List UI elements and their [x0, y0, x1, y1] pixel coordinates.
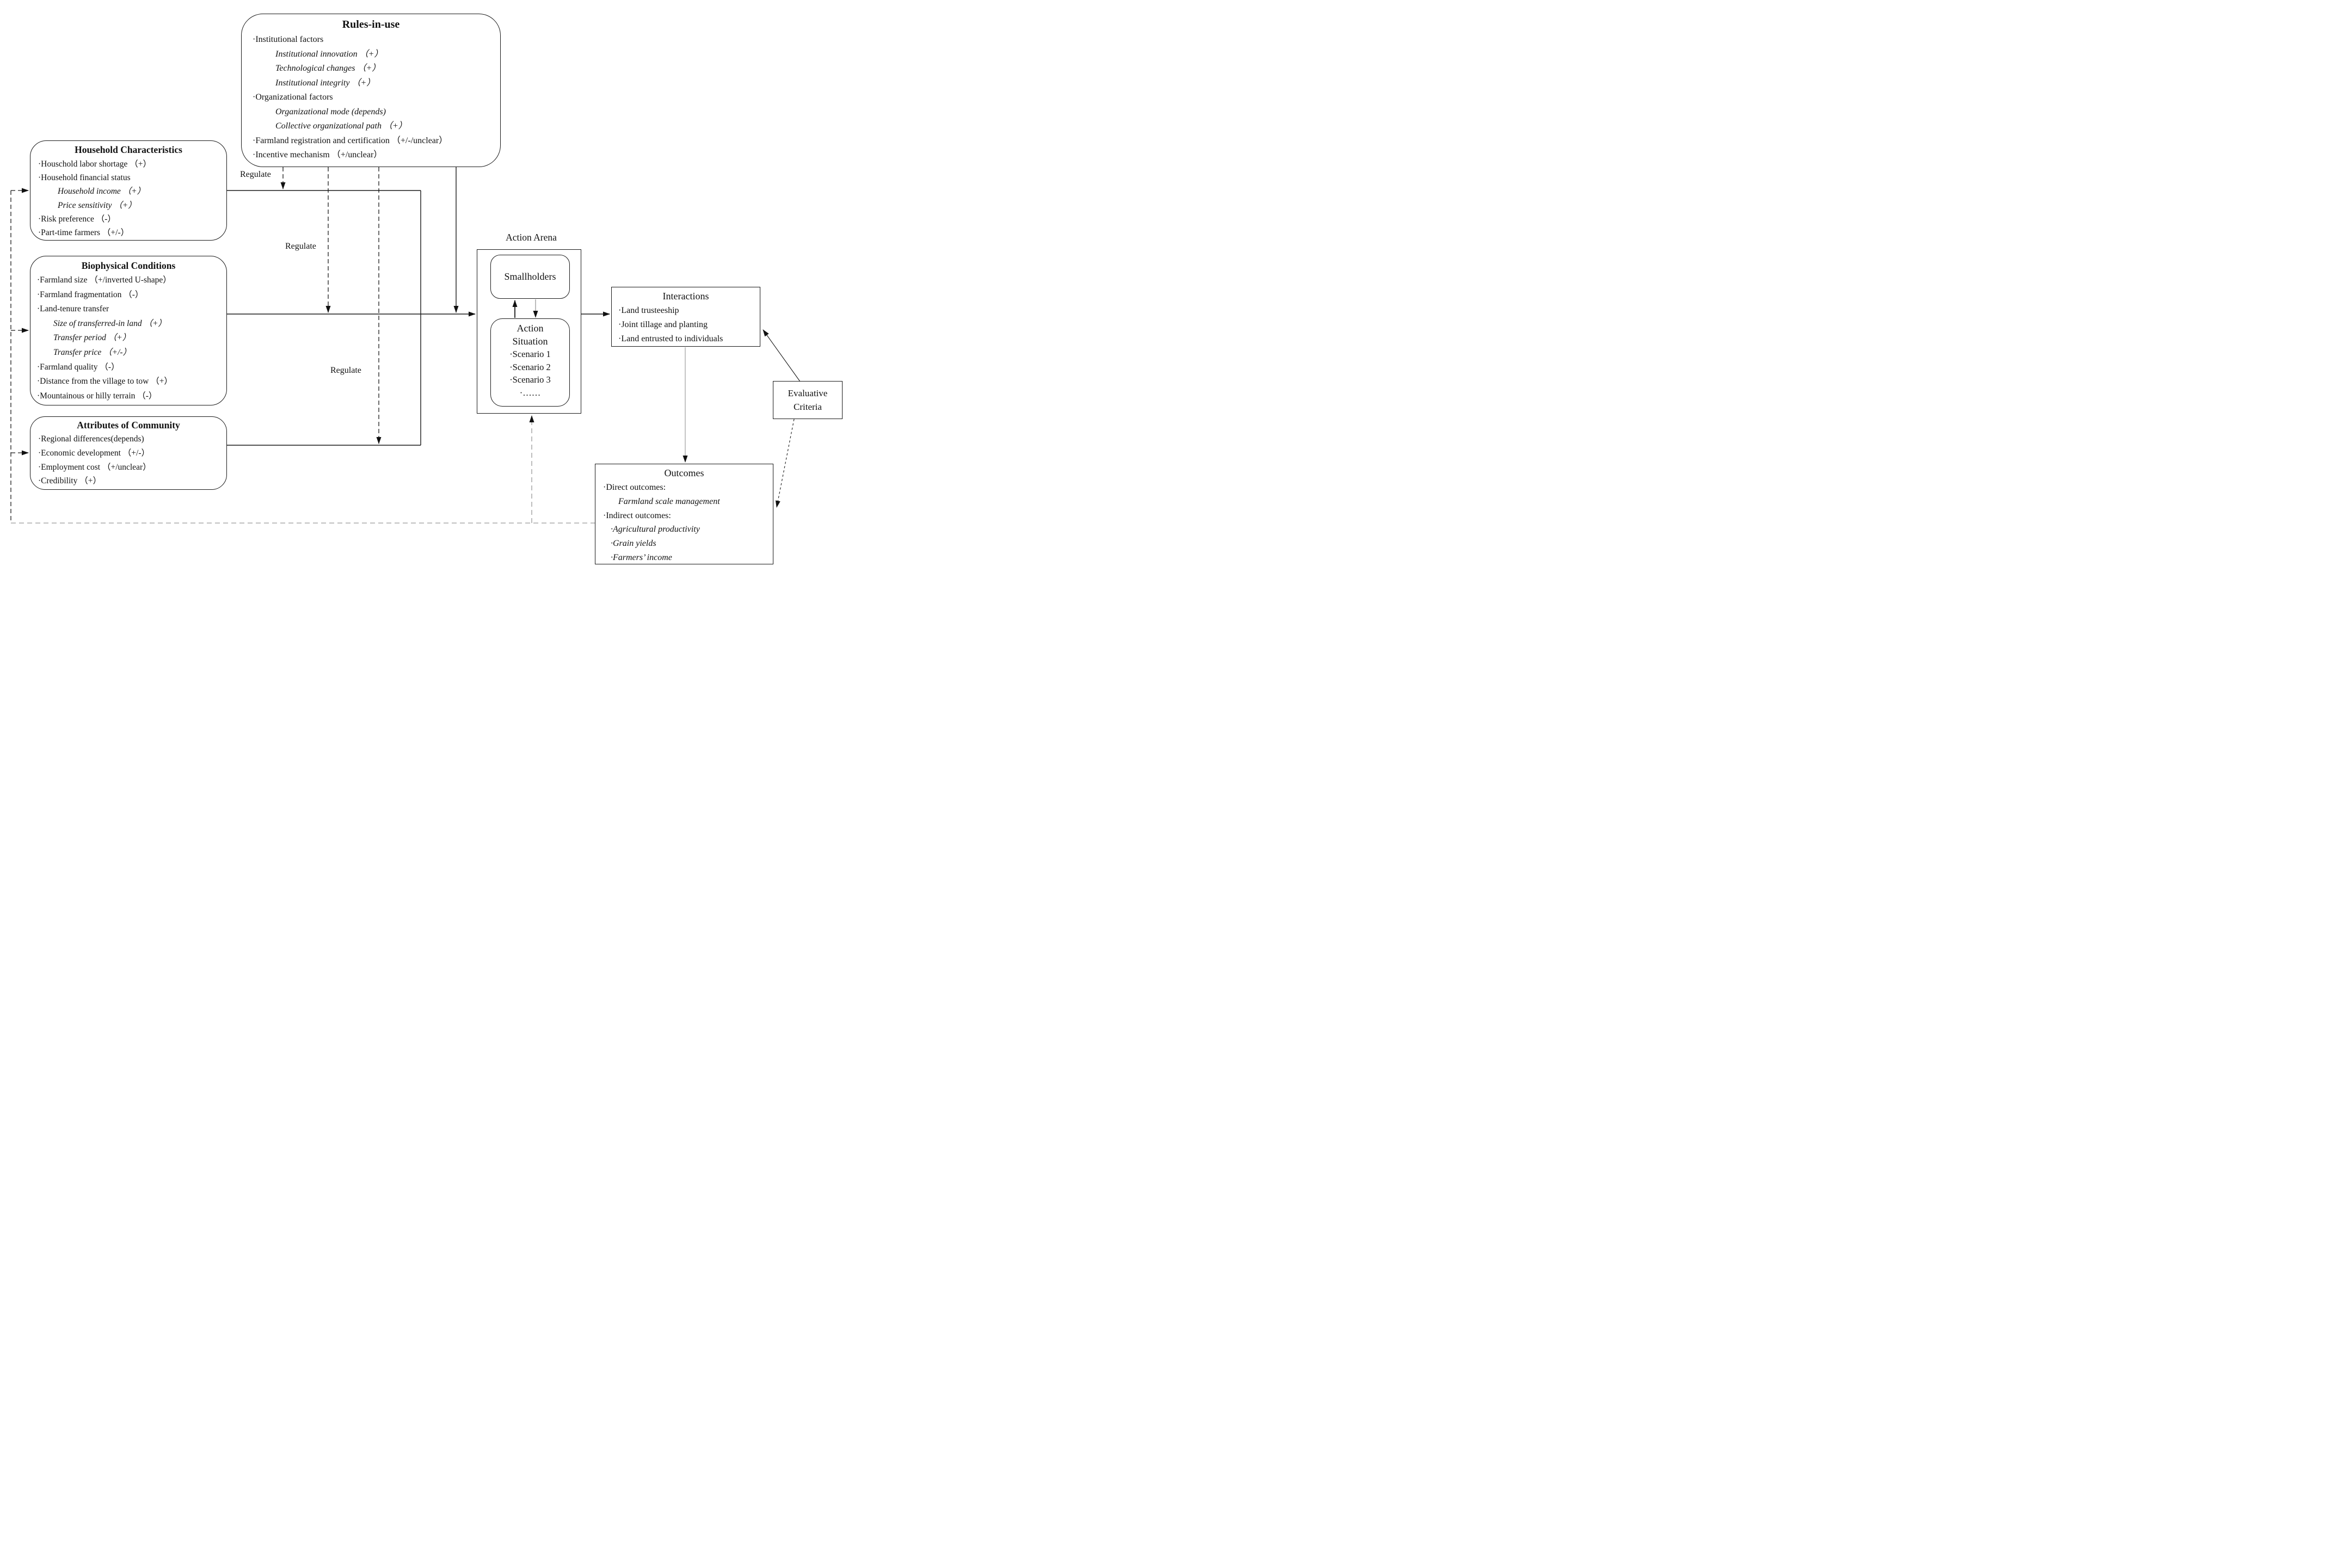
list-item: ·Direct outcomes: [603, 483, 666, 492]
list-item: ·Regional differences(depends) [38, 434, 144, 444]
list-item: Size of transferred-in land （+） [53, 318, 167, 328]
smallholders-label: Smallholders [504, 271, 556, 282]
list-item: Institutional integrity （+） [275, 78, 376, 88]
list-item: Institutional innovation （+） [275, 49, 383, 59]
biophysical-title: Biophysical Conditions [81, 260, 176, 271]
regulate-label-attributes: Regulate [330, 366, 361, 375]
list-item: Technological changes （+） [275, 64, 381, 73]
list-item: ·Distance from the village to tow （+） [37, 377, 173, 386]
household-title: Household Characteristics [75, 144, 182, 155]
action-arena-label: Action Arena [506, 232, 557, 243]
list-item: Transfer price （+/-） [53, 347, 132, 357]
list-item: Farmland scale management [618, 496, 720, 506]
edge-evaluative-to-interactions [763, 329, 801, 382]
list-item: ·Joint tillage and planting [618, 320, 708, 329]
action-arena-box [477, 249, 581, 414]
list-item: ·Credibility （+） [38, 476, 101, 486]
list-item: ·Scenario 3 [509, 374, 551, 385]
list-item: Organizational mode (depends) [275, 107, 386, 116]
list-item: Household income （+） [58, 187, 146, 196]
interactions-title: Interactions [662, 291, 709, 302]
list-item: ·Organizational factors [253, 93, 333, 102]
evaluative-criteria-label: Criteria [794, 402, 822, 412]
interactions-box: Interactions ·Land trusteeship ·Joint ti… [611, 287, 760, 347]
rules-in-use-title: Rules-in-use [342, 19, 400, 30]
list-item: ·Farmland registration and certification… [253, 136, 448, 145]
outcomes-box: Outcomes ·Direct outcomes: Farmland scal… [595, 464, 773, 564]
list-item: ·Institutional factors [253, 35, 324, 44]
list-item: ·Indirect outcomes: [603, 511, 671, 520]
list-item: ·Household financial status [38, 173, 131, 183]
household-characteristics-box: Household Characteristics ·Houschold lab… [30, 140, 227, 241]
connector-layer [10, 167, 801, 524]
list-item: ·Land entrusted to individuals [618, 334, 723, 343]
attributes-title: Attributes of Community [77, 420, 180, 431]
list-item: ·Houschold labor shortage （+） [38, 159, 152, 169]
list-item: ·Economic development （+/-） [38, 448, 150, 458]
smallholders-box: Smallholders [490, 255, 570, 299]
regulate-label-biophysical: Regulate [285, 242, 316, 251]
action-situation-box: Action Situation ·Scenario 1 ·Scenario 2… [490, 318, 570, 407]
list-item: ·Grain yields [611, 539, 656, 549]
list-item: ·Risk preference （-） [38, 214, 116, 224]
edge-evaluative-to-outcomes [775, 419, 795, 508]
list-item: Transfer period （+） [53, 333, 131, 343]
evaluative-criteria-label: Evaluative [788, 388, 828, 398]
rules-in-use-box: Rules-in-use ·Institutional factors Inst… [241, 14, 501, 167]
list-item: ·Agricultural productivity [611, 525, 700, 534]
regulate-label-household: Regulate [240, 170, 271, 179]
list-item: ·Land trusteeship [618, 306, 679, 315]
iad-framework-diagram: Rules-in-use ·Institutional factors Inst… [0, 0, 853, 573]
list-item: ·Part-time farmers （+/-） [38, 228, 130, 238]
list-item: ·Farmland size （+/inverted U-shape） [37, 275, 171, 285]
list-item: ·Employment cost （+/unclear） [38, 462, 151, 472]
outcomes-title: Outcomes [664, 468, 704, 478]
list-item: Collective organizational path （+） [275, 121, 407, 131]
list-item: ·Mountainous or hilly terrain （-） [37, 391, 157, 401]
list-item: ·…… [519, 387, 541, 398]
action-situation-title: Action [517, 323, 544, 334]
list-item: ·Scenario 2 [509, 361, 551, 372]
action-situation-title: Situation [512, 335, 548, 347]
list-item: Price sensitivity （+） [58, 200, 137, 210]
evaluative-criteria-box: Evaluative Criteria [773, 381, 843, 419]
list-item: ·Incentive mechanism （+/unclear） [253, 150, 383, 159]
list-item: ·Land-tenure transfer [37, 304, 109, 314]
list-item: ·Farmers’ income [611, 552, 672, 562]
list-item: ·Farmland fragmentation （-） [37, 290, 144, 299]
biophysical-conditions-box: Biophysical Conditions ·Farmland size （+… [30, 256, 227, 405]
attributes-of-community-box: Attributes of Community ·Regional differ… [30, 416, 227, 490]
list-item: ·Farmland quality （-） [37, 362, 120, 372]
list-item: ·Scenario 1 [509, 349, 551, 359]
